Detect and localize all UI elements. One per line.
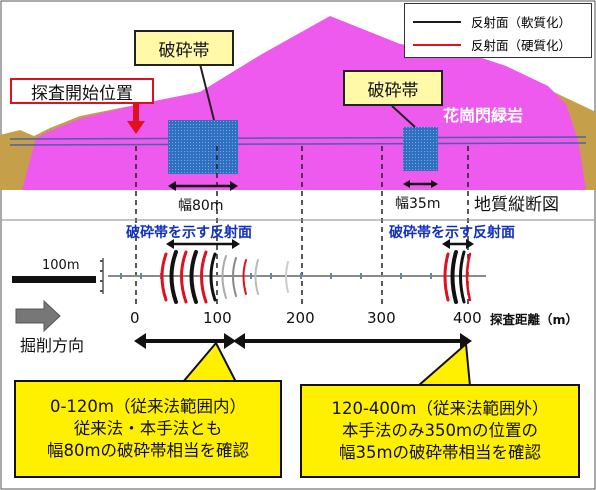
granite-body — [22, 16, 586, 190]
legend-swatch-soft — [413, 20, 461, 23]
note-1-line-1: 0-120m（従来法範囲内） — [49, 397, 247, 416]
note-2-line-3: 幅35mの破砕帯相当を確認 — [338, 443, 542, 462]
note-1-pointer — [180, 341, 238, 383]
reflection-bracket-1-right-head — [232, 239, 240, 249]
range-arrow-1-right-head — [224, 333, 236, 349]
tick-100: 100 — [203, 309, 232, 327]
start-position-text: 探査開始位置 — [31, 83, 133, 104]
width-arrow-1-right-head — [230, 181, 238, 191]
legend-label-soft: 反射面（軟質化） — [471, 15, 572, 30]
arc-2d — [465, 252, 472, 302]
range-arrow-2-left-head — [233, 333, 245, 349]
scale-label: 100m — [42, 258, 80, 273]
range-arrow-2-right-head — [460, 333, 472, 349]
granite-label: 花崗閃緑岩 — [443, 106, 524, 125]
arc-1b — [169, 250, 178, 304]
arc-1a — [160, 252, 168, 302]
fracture-zone-1-callout: 破砕帯 — [134, 30, 234, 66]
arc-2b — [450, 250, 458, 304]
distance-guides — [135, 146, 469, 308]
reflection-bracket-2-right-head — [466, 239, 474, 249]
tunnel-line-bottom — [9, 142, 587, 146]
width-arrow-1-left-head — [168, 181, 176, 191]
callout-2-pointer — [391, 105, 416, 128]
arc-1d — [189, 250, 198, 304]
scale-bar — [12, 276, 96, 283]
note-2-line-2: 本手法のみ350mの位置の — [341, 421, 539, 440]
legend-label-hard: 反射面（硬質化） — [471, 38, 572, 53]
excavation-arrow — [15, 299, 61, 333]
reflection-bracket-1-left-head — [166, 239, 174, 249]
reflection-arcs-1 — [160, 250, 289, 304]
width-arrows — [172, 182, 434, 188]
note-2-line-1: 120-400m（従来法範囲外） — [331, 399, 549, 418]
section-title: 地質縦断図 — [474, 195, 559, 215]
note-2: 120-400m（従来法範囲外） 本手法のみ350mの位置の 幅35mの破砕帯相… — [300, 384, 580, 478]
arc-1i — [242, 259, 247, 295]
excavation-direction-label: 掘削方向 — [20, 336, 85, 355]
callout-1-pointer — [199, 63, 215, 121]
arc-1k — [285, 261, 289, 293]
note-2-pointer — [415, 341, 472, 387]
fracture-zone-1-rect — [168, 120, 238, 174]
range-arrow-1-left-head — [134, 333, 146, 349]
reflection-label-1: 破砕帯を示す反射面 — [126, 225, 252, 241]
reflection-bracket-2-left-head — [442, 239, 450, 249]
width-arrow-2-left-head — [403, 180, 410, 188]
note-1: 0-120m（従来法範囲内） 従来法・本手法とも 幅80mの破砕帯相当を確認 — [14, 380, 282, 478]
reflection-label-2: 破砕帯を示す反射面 — [389, 225, 515, 241]
width-arrow-2-right-head — [431, 180, 438, 188]
distance-label: 探査距離（m） — [490, 312, 579, 327]
arc-1e — [200, 250, 208, 304]
fracture-zone-1-text: 破砕帯 — [158, 40, 210, 61]
legend-item-soft: 反射面（軟質化） — [413, 12, 571, 31]
arc-2c — [459, 250, 466, 304]
tick-400: 400 — [453, 309, 482, 327]
tick-200: 200 — [286, 309, 315, 327]
arc-1j — [254, 259, 259, 295]
tick-0: 0 — [130, 309, 140, 327]
fracture-zone-2-rect — [403, 127, 438, 171]
legend-swatch-hard — [413, 43, 461, 46]
tunnel-line-top — [9, 136, 587, 140]
arc-1h — [232, 257, 237, 297]
arc-1c — [180, 250, 188, 304]
arc-1f — [209, 252, 217, 302]
width-label-2: 幅35m — [395, 196, 441, 212]
fracture-zone-2-text: 破砕帯 — [367, 80, 419, 101]
arc-2a — [443, 252, 450, 302]
note-1-line-3: 幅80mの破砕帯相当を確認 — [46, 441, 250, 460]
legend: 反射面（軟質化） 反射面（硬質化） — [404, 3, 592, 58]
start-arrow-head — [127, 121, 145, 134]
fracture-zone-2-callout: 破砕帯 — [343, 70, 443, 106]
legend-item-hard: 反射面（硬質化） — [413, 35, 571, 54]
width-label-1: 幅80m — [178, 198, 224, 214]
section-left-marker-ticks — [100, 260, 103, 292]
reflection-arcs-2 — [443, 250, 472, 304]
arc-1g — [221, 255, 227, 299]
tick-300: 300 — [367, 309, 396, 327]
note-1-line-2: 従来法・本手法とも — [73, 419, 223, 438]
start-position-label: 探査開始位置 — [10, 78, 154, 104]
